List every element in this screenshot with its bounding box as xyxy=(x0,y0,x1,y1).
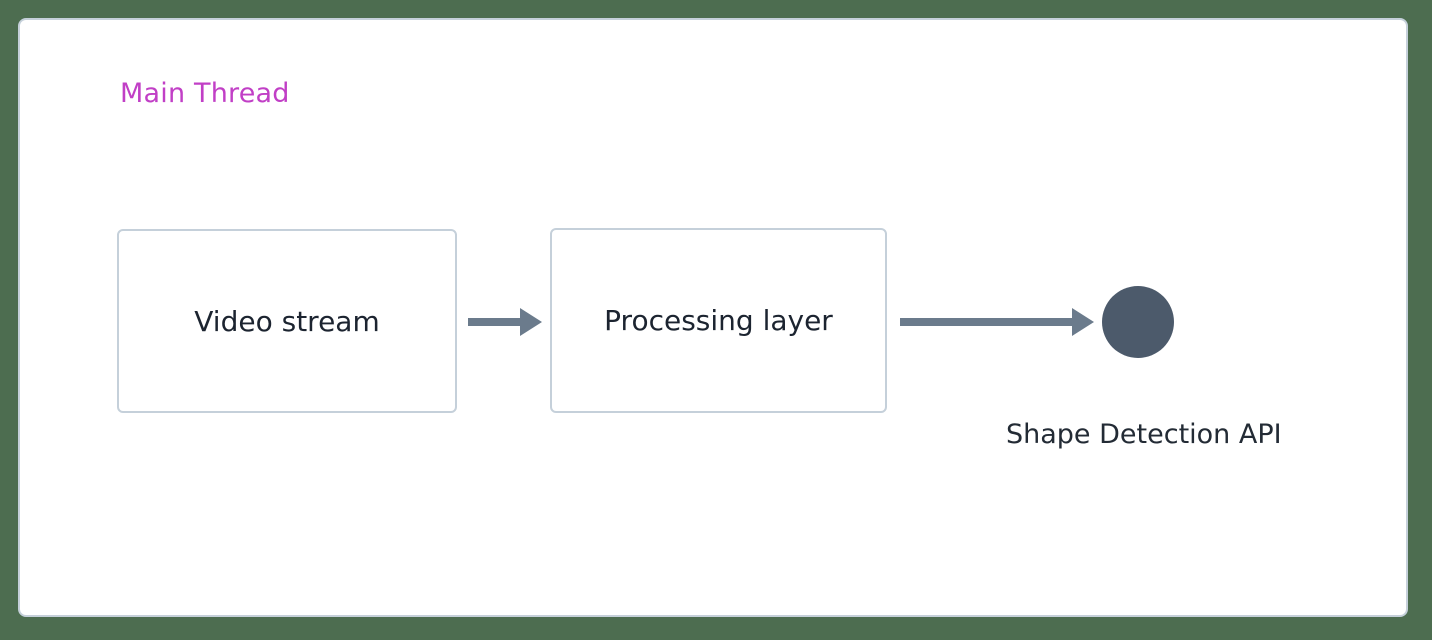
node-shape-detection-api-label: Shape Detection API xyxy=(1006,419,1282,450)
node-video-stream-label: Video stream xyxy=(194,304,380,338)
group-title-main-thread: Main Thread xyxy=(120,78,290,109)
node-video-stream[interactable]: Video stream xyxy=(117,229,457,413)
main-thread-panel: Main Thread Video stream Processing laye… xyxy=(18,18,1408,617)
node-processing-layer[interactable]: Processing layer xyxy=(550,228,887,413)
node-shape-detection-api[interactable] xyxy=(1102,286,1174,358)
node-processing-layer-label: Processing layer xyxy=(604,304,833,337)
arrow-processing-to-shape-detection-icon xyxy=(900,308,1094,336)
arrow-video-to-processing-icon xyxy=(468,308,542,336)
